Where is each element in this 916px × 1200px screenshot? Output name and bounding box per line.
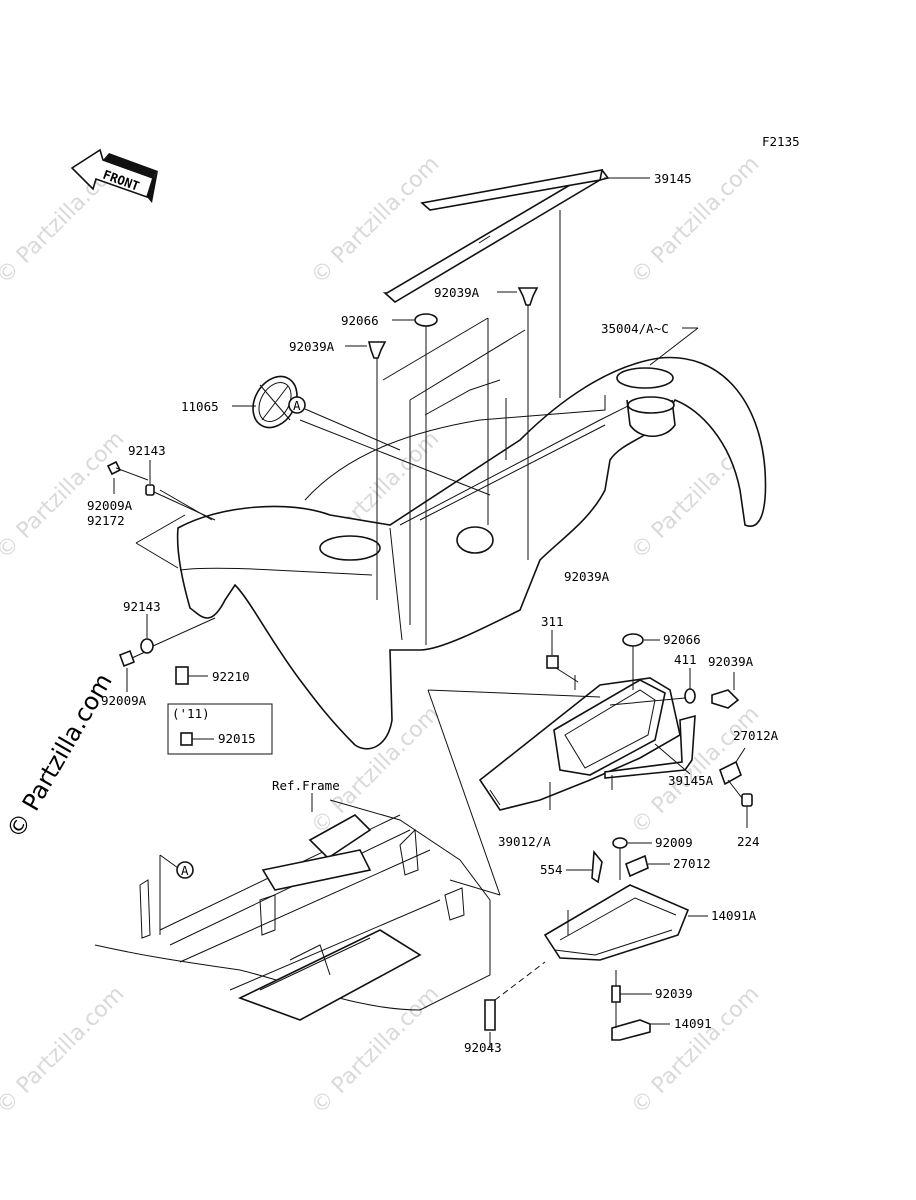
- part-label: 92066: [663, 632, 701, 647]
- part-label: 14091: [674, 1016, 712, 1031]
- guide-lines: [159, 317, 526, 625]
- watermark-tile: © Partzilla.com: [307, 152, 445, 290]
- part-label: 11065: [181, 399, 219, 414]
- part-label: 92039A: [434, 285, 480, 300]
- part-label: 35004/A~C: [601, 321, 669, 336]
- clip-92039A-top: [497, 287, 539, 560]
- view-marker-a-top: A: [288, 396, 401, 451]
- bracket-lines-left: [135, 514, 186, 569]
- year-note-box: ('11): [167, 703, 273, 755]
- part-label: 92039A: [564, 569, 610, 584]
- part-label: 92039A: [289, 339, 335, 354]
- part-label: 92143: [123, 599, 161, 614]
- part-label: 92015: [218, 731, 256, 746]
- part-label: 92009A: [87, 498, 133, 513]
- clip-554: [566, 849, 603, 884]
- seal-39145A: [604, 714, 696, 790]
- part-label: 311: [541, 614, 564, 629]
- part-label: 27012: [673, 856, 711, 871]
- part-label: 27012A: [733, 728, 779, 743]
- part-label: 92039: [655, 986, 693, 1001]
- part-labels: 39145 92039A 92066 35004/A~C 92039A 1106…: [87, 171, 779, 1055]
- part-label: 39145A: [668, 773, 714, 788]
- part-label: 39012/A: [498, 834, 551, 849]
- ref-frame-inset: A: [94, 689, 501, 1021]
- pin-92043: [484, 961, 546, 1048]
- part-label: 92143: [128, 443, 166, 458]
- part-label: 92210: [212, 669, 250, 684]
- part-label: 92043: [464, 1040, 502, 1055]
- part-label: 224: [737, 834, 760, 849]
- part-label: 14091A: [711, 908, 757, 923]
- bolt-92009A-low: [118, 649, 146, 692]
- grille-11065: [232, 375, 298, 429]
- front-fender-body: [176, 356, 767, 750]
- clip-92039A-right: [711, 672, 740, 709]
- part-label: 92066: [341, 313, 379, 328]
- figure-code: F2135: [762, 134, 800, 149]
- watermark-tile: © Partzilla.com: [0, 982, 129, 1120]
- marker-letter: A: [181, 863, 189, 878]
- watermark-tile: © Partzilla.com: [627, 152, 765, 290]
- marker-letter: A: [293, 398, 301, 413]
- part-label: 411: [674, 652, 697, 667]
- cap-92066-top: [392, 313, 438, 645]
- handle-14091: [611, 1002, 670, 1041]
- watermark-tile: © Partzilla.com: [627, 982, 765, 1120]
- part-label: 92009: [655, 835, 693, 850]
- ref-frame-label: Ref.Frame: [272, 778, 340, 793]
- year-note: ('11): [172, 706, 210, 721]
- screw-92009: [612, 837, 652, 880]
- latch-27012: [625, 854, 670, 878]
- nut-92210: [175, 666, 208, 685]
- part-label: 92009A: [101, 693, 147, 708]
- part-label: 92039A: [708, 654, 754, 669]
- bolt-92009A-top: [106, 460, 149, 494]
- bolt-224: [727, 779, 753, 828]
- watermark-tile: © Partzilla.com: [0, 427, 129, 565]
- lid-14091A: [543, 884, 708, 961]
- nut-311: [546, 630, 579, 683]
- cap-92066-right: [622, 633, 660, 690]
- washer-92143-low: [140, 614, 216, 654]
- latch-27012A: [719, 747, 746, 786]
- part-label: 554: [540, 862, 563, 877]
- washer-411: [609, 668, 696, 706]
- leader-35004: [649, 327, 699, 366]
- clip-92039A-left: [345, 341, 387, 600]
- part-label: 92172: [87, 513, 125, 528]
- trim-strip-39145: [382, 169, 650, 398]
- pin-92039: [611, 970, 652, 1003]
- glove-box-39012: [427, 675, 681, 811]
- washer-92143-top: [145, 460, 216, 521]
- part-label: 39145: [654, 171, 692, 186]
